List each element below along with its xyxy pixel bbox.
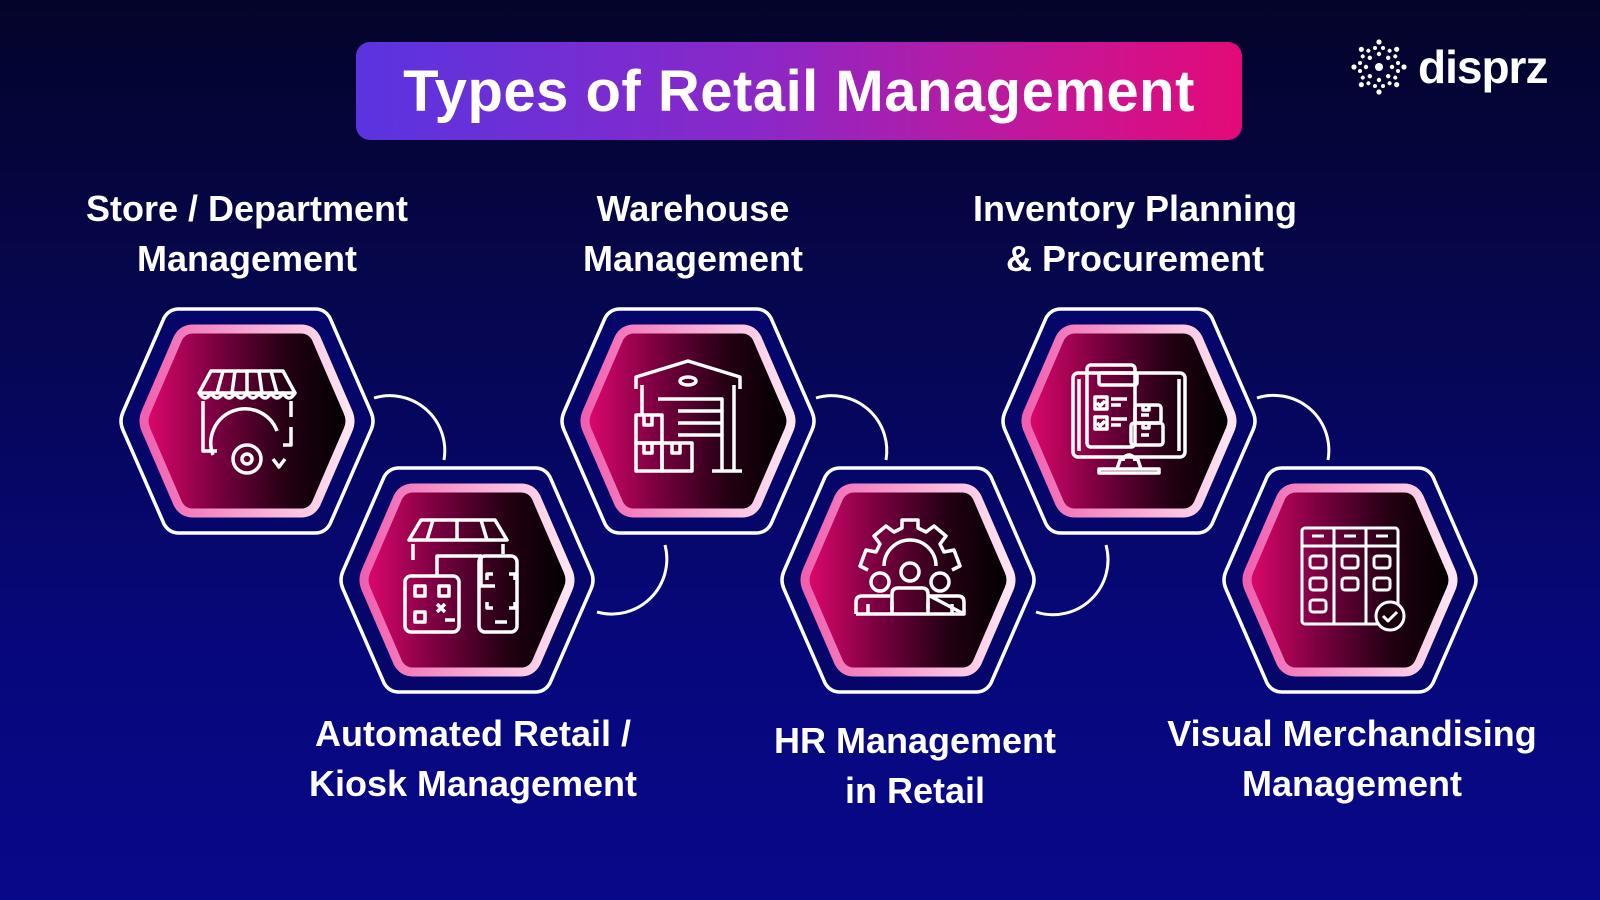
snowflake-people-icon (1351, 39, 1407, 95)
hex-visual-merchandising (1222, 466, 1478, 694)
team-gear-icon (854, 518, 966, 616)
hex-store-department (119, 307, 375, 535)
label-line: Kiosk Management (308, 763, 638, 804)
label-line: Inventory Planning (972, 188, 1298, 229)
kiosk-qr-phone-icon (403, 518, 519, 634)
label-line: Management (582, 238, 804, 279)
monitor-checklist-icon (1071, 363, 1187, 475)
title-banner: Types of Retail Management (356, 42, 1242, 140)
hex-inventory-procurement (1001, 307, 1257, 535)
label-warehouse: Warehouse Management (583, 184, 803, 284)
hex-hr-management (780, 466, 1036, 694)
label-line: Visual Merchandising (1167, 713, 1537, 754)
connector-lines (373, 393, 1331, 617)
logo-text: disprz (1418, 41, 1548, 93)
label-line: Warehouse (596, 188, 790, 229)
label-line: Automated Retail / (314, 713, 632, 754)
label-line: Store / Department (85, 188, 409, 229)
label-line: Management (1241, 763, 1463, 804)
planogram-check-icon (1300, 526, 1406, 632)
hex-warehouse (560, 307, 816, 535)
store-gear-icon (197, 369, 297, 475)
label-visual-merchandising: Visual Merchandising Management (1167, 709, 1536, 809)
label-line: in Retail (844, 770, 986, 811)
hex-automated-kiosk (339, 466, 595, 694)
warehouse-boxes-icon (634, 359, 742, 473)
label-store-department: Store / Department Management (86, 184, 408, 284)
label-hr-management: HR Management in Retail (774, 716, 1056, 816)
label-line: Management (136, 238, 358, 279)
label-line: & Procurement (1005, 238, 1265, 279)
disprz-logo: disprz (1348, 36, 1548, 98)
label-line: HR Management (773, 720, 1057, 761)
label-automated-kiosk: Automated Retail / Kiosk Management (309, 709, 637, 809)
label-inventory-procurement: Inventory Planning & Procurement (973, 184, 1297, 284)
page-title: Types of Retail Management (403, 58, 1195, 124)
